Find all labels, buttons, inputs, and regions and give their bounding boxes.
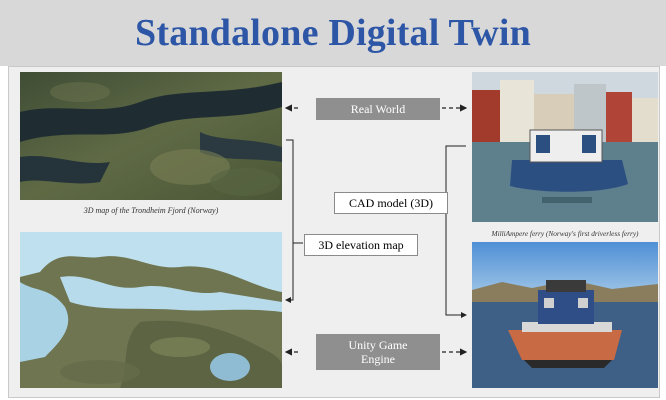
unity-game-engine-box: Unity Game Engine <box>316 334 440 370</box>
real-world-box: Real World <box>316 98 440 120</box>
unity-ferry-render <box>472 242 658 388</box>
unity-engine-line2: Engine <box>361 352 395 366</box>
elevation-map-image <box>20 232 282 388</box>
fjord-satellite-image <box>20 72 282 200</box>
page-title: Standalone Digital Twin <box>135 12 531 54</box>
ferry-photo <box>472 72 658 222</box>
elevation-map-box: 3D elevation map <box>304 234 418 256</box>
cad-model-box: CAD model (3D) <box>334 192 448 214</box>
unity-engine-line1: Unity Game <box>348 337 408 352</box>
ferry-caption: MilliAmpere ferry (Norway's first driver… <box>491 229 639 238</box>
title-bar: Standalone Digital Twin <box>0 0 666 66</box>
fjord-map-caption: 3D map of the Trondheim Fjord (Norway) <box>83 206 219 215</box>
